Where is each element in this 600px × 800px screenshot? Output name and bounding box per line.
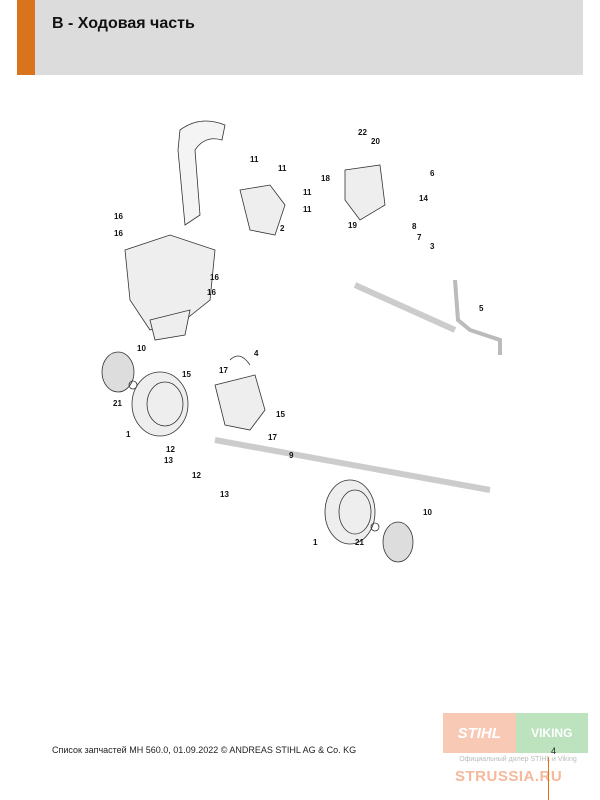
callout-number: 3 <box>430 242 435 251</box>
callout-number: 2 <box>280 224 285 233</box>
axle-lower <box>214 437 491 493</box>
wheel-left <box>101 351 189 437</box>
page-marker-line <box>548 757 549 800</box>
callout-number: 8 <box>412 222 417 231</box>
callout-number: 16 <box>210 273 219 282</box>
callout-number: 4 <box>254 349 259 358</box>
callout-number: 12 <box>192 471 201 480</box>
stihl-logo: STIHL <box>443 713 516 753</box>
callout-number: 14 <box>419 194 428 203</box>
callout-number: 17 <box>219 366 228 375</box>
callout-number: 10 <box>137 344 146 353</box>
viking-logo: VIKING <box>515 713 588 753</box>
callout-number: 18 <box>321 174 330 183</box>
callout-number: 7 <box>417 233 422 242</box>
header-accent <box>17 0 35 75</box>
callout-number: 13 <box>220 490 229 499</box>
page-title: B - Ходовая часть <box>52 15 195 32</box>
callout-number: 5 <box>479 304 484 313</box>
callout-number: 15 <box>276 410 285 419</box>
callout-number: 22 <box>358 128 367 137</box>
dealer-site[interactable]: STRUSSIA.RU <box>455 768 563 785</box>
callout-number: 17 <box>268 433 277 442</box>
callout-number: 15 <box>182 370 191 379</box>
callout-number: 11 <box>303 188 312 197</box>
wheel-right <box>324 479 414 563</box>
handle-frame <box>124 120 226 341</box>
callout-number: 16 <box>207 288 216 297</box>
bracket-upper <box>239 164 386 236</box>
callout-number: 10 <box>423 508 432 517</box>
bracket-lower <box>214 355 266 431</box>
callout-number: 6 <box>430 169 435 178</box>
callout-number: 13 <box>164 456 173 465</box>
callout-number: 11 <box>278 164 287 173</box>
callout-number: 1 <box>313 538 318 547</box>
callout-number: 19 <box>348 221 357 230</box>
axle-upper <box>353 279 502 355</box>
callout-number: 21 <box>355 538 364 547</box>
callout-number: 12 <box>166 445 175 454</box>
dealer-subtitle: Официальный дилер STIHL и Viking <box>459 756 577 763</box>
callout-number: 1 <box>126 430 131 439</box>
callout-number: 16 <box>114 229 123 238</box>
callout-number: 16 <box>114 212 123 221</box>
header-bar <box>35 0 583 75</box>
callout-number: 9 <box>289 451 294 460</box>
callout-number: 20 <box>371 137 380 146</box>
footer-text: Список запчастей MH 560.0, 01.09.2022 © … <box>52 745 357 755</box>
callout-number: 21 <box>113 399 122 408</box>
callout-number: 11 <box>303 205 312 214</box>
callout-number: 11 <box>250 155 259 164</box>
dealer-logo: STIHL VIKING <box>443 713 588 753</box>
page-number: 4 <box>551 746 557 756</box>
